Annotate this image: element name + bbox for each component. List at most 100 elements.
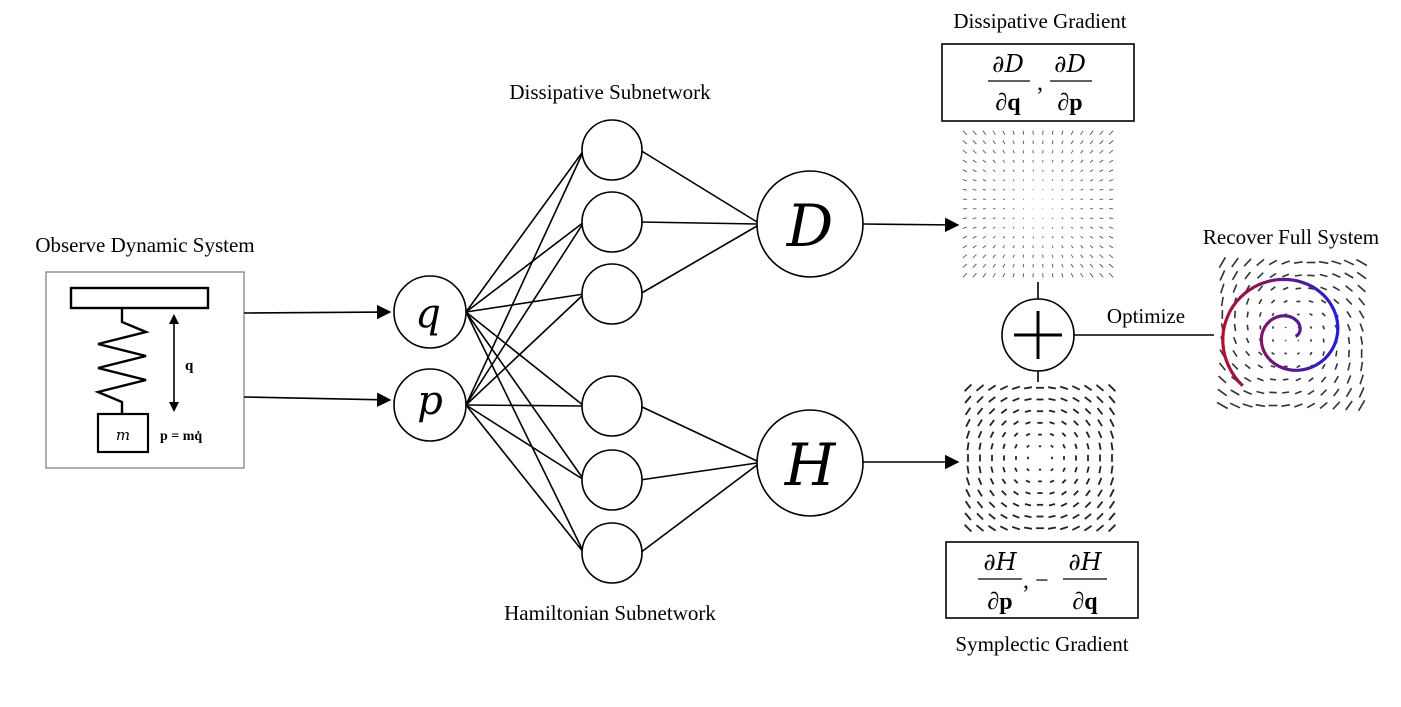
field-arrow	[1022, 236, 1025, 239]
field-arrow	[989, 489, 995, 497]
field-arrow	[982, 263, 987, 268]
field-arrow	[1097, 430, 1103, 439]
field-arrow	[1271, 352, 1275, 355]
field-arrow	[1012, 254, 1015, 258]
field-arrow	[1107, 524, 1117, 533]
formula-denominator: ∂p	[1057, 90, 1082, 116]
field-arrow	[976, 407, 984, 415]
field-arrow	[1231, 270, 1239, 281]
field-arrow	[1072, 408, 1080, 415]
arrow-to-p	[243, 392, 392, 407]
field-arrow	[1099, 130, 1104, 136]
field-arrow	[1360, 336, 1364, 345]
field-arrow	[1256, 258, 1265, 267]
field-arrow	[1232, 284, 1238, 293]
field-arrow	[992, 149, 996, 154]
field-arrow	[1051, 226, 1054, 229]
field-arrow	[1080, 263, 1084, 268]
field-arrow	[1359, 323, 1364, 332]
field-arrow	[1050, 467, 1054, 472]
field-arrow	[966, 465, 970, 474]
field-arrow	[1070, 254, 1074, 259]
field-arrow	[1322, 351, 1326, 356]
recovered-trajectory	[1221, 277, 1340, 387]
field-arrow	[1345, 400, 1353, 411]
field-arrow	[1345, 285, 1353, 292]
observe-title: Observe Dynamic System	[35, 233, 254, 257]
field-arrow	[1095, 384, 1105, 392]
field-arrow	[1099, 217, 1104, 220]
field-arrow	[1012, 217, 1015, 220]
field-arrow	[1080, 217, 1084, 220]
field-arrow	[1002, 273, 1006, 278]
field-arrow	[1331, 260, 1342, 265]
field-arrow	[1281, 260, 1290, 265]
field-arrow	[1089, 263, 1094, 268]
field-arrow	[1012, 502, 1020, 508]
field-arrow	[1061, 217, 1064, 220]
field-arrow	[1308, 300, 1314, 303]
field-arrow	[1220, 296, 1224, 307]
field-arrow	[1025, 479, 1031, 484]
field-arrow	[962, 217, 967, 220]
field-arrow	[992, 226, 996, 229]
field-arrow	[1283, 299, 1288, 304]
field-arrow	[1085, 477, 1091, 485]
field-arrow	[1061, 254, 1064, 258]
dissipative-hidden-node	[581, 191, 643, 253]
field-arrow	[1089, 226, 1094, 229]
field-arrow	[962, 245, 968, 249]
field-arrow	[1109, 217, 1114, 220]
field-arrow	[1014, 467, 1018, 472]
field-arrow	[1344, 272, 1354, 279]
field-arrow	[962, 149, 968, 154]
field-arrow	[1243, 258, 1252, 267]
mass-label: m	[116, 426, 130, 444]
field-arrow	[1358, 387, 1365, 398]
field-arrow	[1051, 245, 1054, 249]
field-arrow	[1245, 350, 1251, 357]
field-arrow	[1002, 263, 1006, 268]
mass-box	[96, 412, 150, 454]
field-arrow	[1022, 159, 1025, 163]
field-arrow	[1022, 273, 1025, 278]
field-arrow	[962, 263, 968, 268]
field-arrow	[1346, 310, 1352, 319]
field-arrow	[1071, 525, 1081, 531]
field-arrow	[1073, 431, 1079, 438]
field-arrow	[1270, 365, 1276, 368]
field-arrow	[1012, 236, 1015, 239]
field-arrow	[1108, 179, 1114, 182]
field-arrow	[1001, 490, 1007, 496]
symplectic-vector-field	[963, 383, 1117, 533]
field-arrow	[1270, 299, 1276, 304]
field-arrow	[1320, 389, 1328, 396]
p-equation: p = mq̇	[160, 429, 202, 444]
field-arrow	[1000, 408, 1008, 415]
field-arrow	[982, 169, 987, 173]
field-arrow	[992, 159, 996, 163]
field-arrow	[1025, 432, 1031, 437]
field-arrow	[1047, 386, 1057, 390]
field-arrow	[977, 419, 983, 427]
spring-icon	[94, 308, 150, 414]
field-arrow	[1002, 179, 1006, 182]
field-arrow	[1097, 477, 1103, 486]
field-arrow	[1048, 503, 1056, 507]
field-arrow	[975, 524, 985, 532]
field-arrow	[1026, 467, 1030, 472]
field-arrow	[1080, 159, 1084, 163]
field-arrow	[1023, 386, 1033, 390]
field-arrow	[1258, 312, 1262, 317]
field-arrow	[1089, 169, 1094, 173]
field-arrow	[1244, 363, 1251, 370]
field-arrow	[987, 384, 997, 392]
field-arrow	[1089, 130, 1094, 136]
arrow-to-dissipative-field	[862, 217, 960, 233]
field-arrow	[1060, 408, 1068, 414]
field-arrow	[1245, 337, 1250, 344]
field-arrow	[992, 272, 996, 278]
field-arrow	[972, 245, 977, 249]
field-arrow	[999, 385, 1009, 391]
field-arrow	[1085, 489, 1091, 497]
